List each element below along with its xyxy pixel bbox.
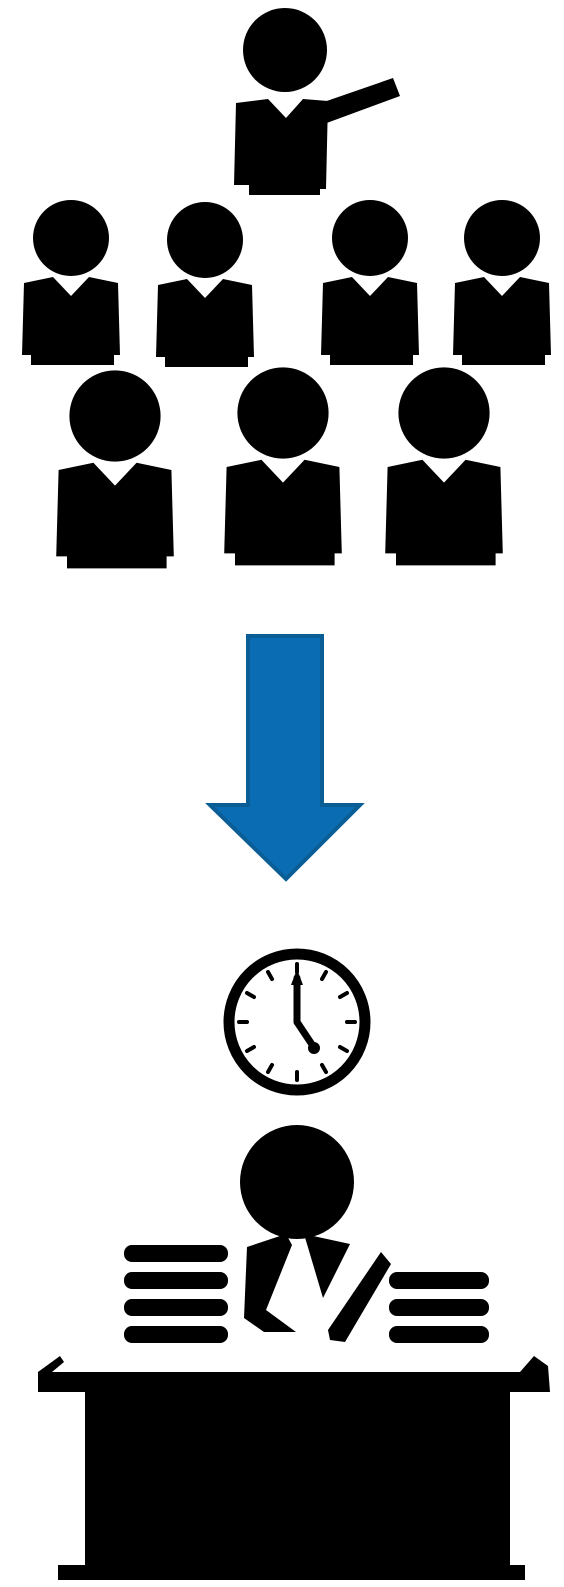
worker-icon — [240, 1125, 391, 1342]
clock-icon — [223, 948, 371, 1096]
document-stack-icon — [389, 1272, 489, 1343]
arrow-down-icon — [205, 634, 365, 882]
audience-person-icon — [56, 370, 174, 569]
audience-person-icon — [156, 202, 254, 367]
audience-person-icon — [224, 367, 342, 566]
audience-person-icon — [22, 200, 120, 365]
desk-icon — [38, 1356, 550, 1580]
audience-person-icon — [453, 200, 551, 365]
team-group — [22, 8, 551, 569]
audience-person-icon — [321, 200, 419, 365]
document-stack-icon — [124, 1245, 228, 1343]
presenter-icon — [234, 8, 400, 195]
audience-person-icon — [385, 367, 503, 566]
